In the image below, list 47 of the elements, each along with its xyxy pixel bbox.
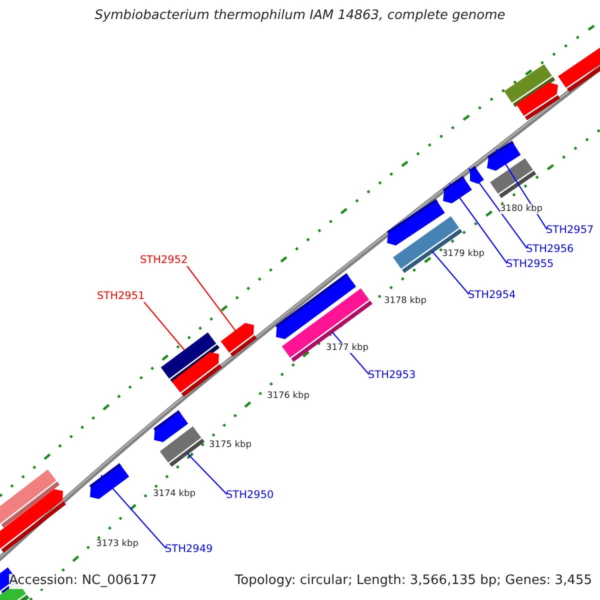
tick-label: 3177 kbp bbox=[326, 343, 368, 354]
gene-bar bbox=[282, 288, 372, 362]
gene-label: STH2952 bbox=[140, 254, 188, 266]
leader-line bbox=[448, 183, 508, 264]
gene-bar bbox=[220, 323, 257, 357]
leader-line bbox=[144, 302, 185, 350]
gene-bar bbox=[172, 352, 222, 397]
gene-bar bbox=[160, 426, 205, 467]
genome-info-text: Topology: circular; Length: 3,566,135 bp; Genes: 3,455 bbox=[234, 574, 592, 589]
gene-label: STH2956 bbox=[526, 243, 574, 256]
leader-line bbox=[186, 266, 236, 331]
gene-label: STH2950 bbox=[226, 489, 274, 502]
gene-bar bbox=[504, 64, 556, 108]
tick-label: 3178 kbp bbox=[384, 296, 426, 306]
gene-bar bbox=[0, 469, 60, 528]
gene-label: STH2949 bbox=[165, 543, 213, 556]
gene-bar bbox=[392, 216, 462, 273]
gene-bar bbox=[386, 198, 445, 246]
gene-label: STH2955 bbox=[506, 258, 554, 270]
gene-bar bbox=[160, 332, 220, 383]
gene-label: STH2957 bbox=[546, 224, 594, 236]
gene-bar bbox=[275, 273, 356, 340]
gene-bar bbox=[89, 463, 130, 500]
tick-label: 3180 kbp bbox=[500, 204, 542, 214]
gene-label: STH2954 bbox=[468, 289, 516, 302]
gene-bar bbox=[558, 46, 600, 92]
leader-line bbox=[186, 452, 228, 495]
leader-line bbox=[468, 168, 528, 249]
gene-label: STH2951 bbox=[97, 290, 145, 302]
leader-line bbox=[100, 474, 166, 549]
leader-line bbox=[432, 251, 470, 295]
title: Symbiobacterium thermophilum IAM 14863, complete genome bbox=[94, 9, 506, 24]
tick-label: 3176 kbp bbox=[267, 391, 310, 402]
gene-bar bbox=[516, 82, 560, 120]
accession-text: Accession: NC_006177 bbox=[9, 574, 157, 589]
gene-bar bbox=[153, 410, 188, 442]
gene-bar bbox=[487, 140, 521, 171]
leader-line bbox=[496, 148, 548, 230]
gene-bar bbox=[442, 176, 472, 204]
gene-bar bbox=[0, 489, 66, 553]
tick-label: 3173 kbp bbox=[96, 539, 138, 550]
gene-bar bbox=[490, 158, 536, 198]
gene-bar bbox=[468, 166, 484, 184]
tick-label: 3179 kbp bbox=[442, 249, 484, 260]
tick-label: 3174 kbp bbox=[153, 489, 196, 500]
tick-label: 3175 kbp bbox=[209, 440, 252, 450]
gene-label: STH2953 bbox=[368, 369, 416, 382]
